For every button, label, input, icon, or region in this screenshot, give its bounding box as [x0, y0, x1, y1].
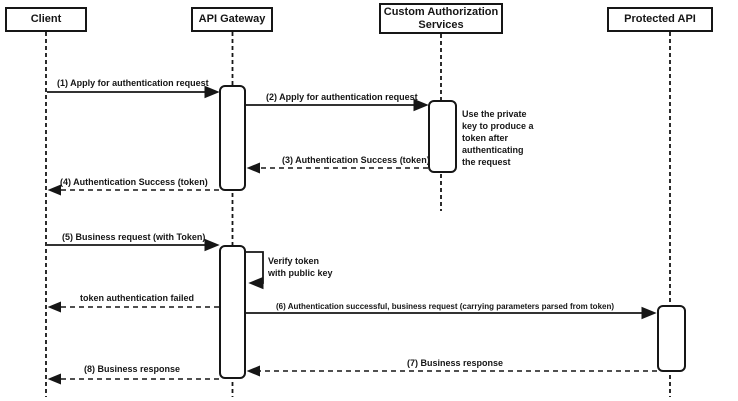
activation-api-gateway-business: [219, 245, 246, 379]
message-label-verify-token: Verify token with public key: [268, 256, 333, 278]
actor-api-gateway: API Gateway: [191, 7, 273, 32]
activation-protected-api: [657, 305, 686, 372]
note-private-key: Use the private key to produce a token a…: [462, 109, 534, 167]
actor-protected-api: Protected API: [607, 7, 713, 32]
actor-client: Client: [5, 7, 87, 32]
message-label-3: (3) Authentication Success (token): [282, 155, 430, 165]
message-label-1: (1) Apply for authentication request: [57, 78, 209, 88]
actor-custom-authorization-services: Custom Authorization Services: [379, 3, 503, 34]
message-label-2: (2) Apply for authentication request: [266, 92, 418, 102]
message-label-4: (4) Authentication Success (token): [60, 177, 208, 187]
message-label-5: (5) Business request (with Token): [62, 232, 206, 242]
message-label-6: (6) Authentication successful, business …: [276, 302, 615, 311]
message-label-8: (8) Business response: [84, 364, 181, 374]
arrow-self-verify-token: [246, 251, 264, 290]
activation-custom-authorization-services: [428, 100, 457, 173]
activation-api-gateway-auth: [219, 85, 246, 191]
message-label-7: (7) Business response: [407, 358, 504, 368]
message-label-token-auth-failed: token authentication failed: [80, 293, 195, 303]
